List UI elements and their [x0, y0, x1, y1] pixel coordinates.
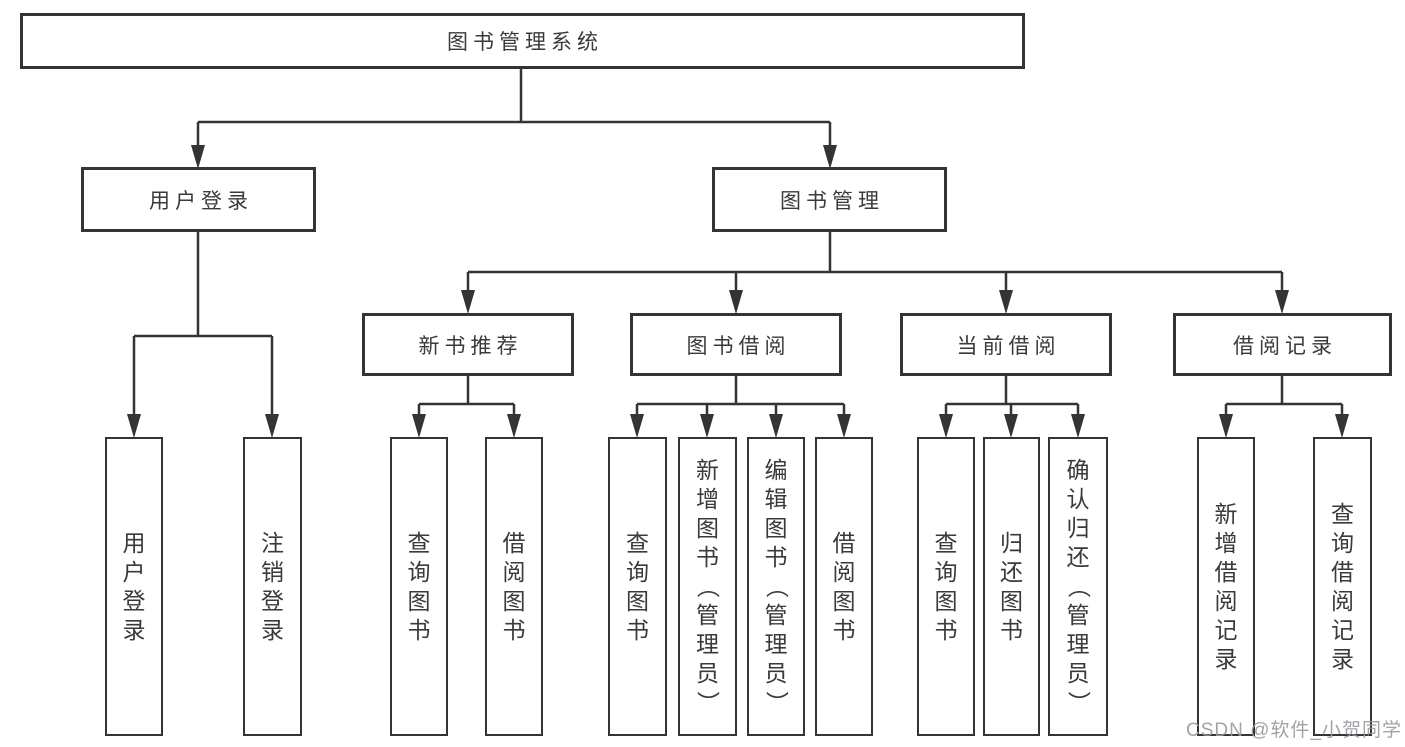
leaf-edit-books-admin: 编辑图书（管理员）: [747, 437, 805, 736]
leaf-borrow-books: 借阅图书: [815, 437, 873, 736]
leaf-borrow-books-recommend: 借阅图书: [485, 437, 543, 736]
leaf-label: 查询图书: [407, 529, 431, 643]
node-book-management: 图书管理: [712, 167, 947, 232]
leaf-add-books-admin: 新增图书（管理员）: [678, 437, 737, 736]
node-label: 用户登录: [149, 189, 253, 213]
node-user-login: 用户登录: [81, 167, 316, 232]
leaf-label: 新增图书（管理员）: [695, 457, 721, 715]
leaf-label: 确认归还（管理员）: [1065, 457, 1092, 715]
leaf-label: 借阅图书: [832, 529, 856, 643]
leaf-label: 查询借阅记录: [1331, 500, 1354, 672]
leaf-query-borrow-record: 查询借阅记录: [1313, 437, 1372, 736]
leaf-confirm-return-admin: 确认归还（管理员）: [1048, 437, 1108, 736]
leaf-label: 归还图书: [1000, 529, 1023, 643]
leaf-query-books-current: 查询图书: [917, 437, 975, 736]
leaf-label: 查询图书: [626, 529, 649, 643]
leaf-query-books-borrowing: 查询图书: [608, 437, 667, 736]
node-label: 图书管理系统: [447, 31, 603, 54]
leaf-label: 编辑图书（管理员）: [763, 457, 790, 715]
leaf-label: 借阅图书: [502, 529, 526, 643]
node-new-book-recommend: 新书推荐: [362, 313, 574, 376]
leaf-query-books-recommend: 查询图书: [390, 437, 448, 736]
leaf-logout: 注销登录: [243, 437, 302, 736]
node-label: 新书推荐: [418, 334, 523, 358]
node-library-management-system: 图书管理系统: [20, 13, 1025, 69]
node-borrowing-records: 借阅记录: [1173, 313, 1392, 376]
leaf-add-borrow-record: 新增借阅记录: [1197, 437, 1255, 736]
leaf-label: 注销登录: [261, 529, 284, 643]
node-book-borrowing: 图书借阅: [630, 313, 842, 376]
leaf-label: 查询图书: [934, 529, 958, 643]
node-label: 借阅记录: [1233, 334, 1337, 358]
leaf-label: 新增借阅记录: [1214, 500, 1238, 672]
leaf-return-books: 归还图书: [983, 437, 1040, 736]
node-label: 图书管理: [780, 189, 884, 213]
node-label: 当前借阅: [956, 334, 1061, 358]
node-current-borrowing: 当前借阅: [900, 313, 1112, 376]
leaf-label: 用户登录: [122, 529, 146, 643]
watermark: CSDN @软件_小贺同学: [1186, 720, 1402, 741]
node-label: 图书借阅: [686, 334, 791, 358]
leaf-user-login: 用户登录: [105, 437, 163, 736]
